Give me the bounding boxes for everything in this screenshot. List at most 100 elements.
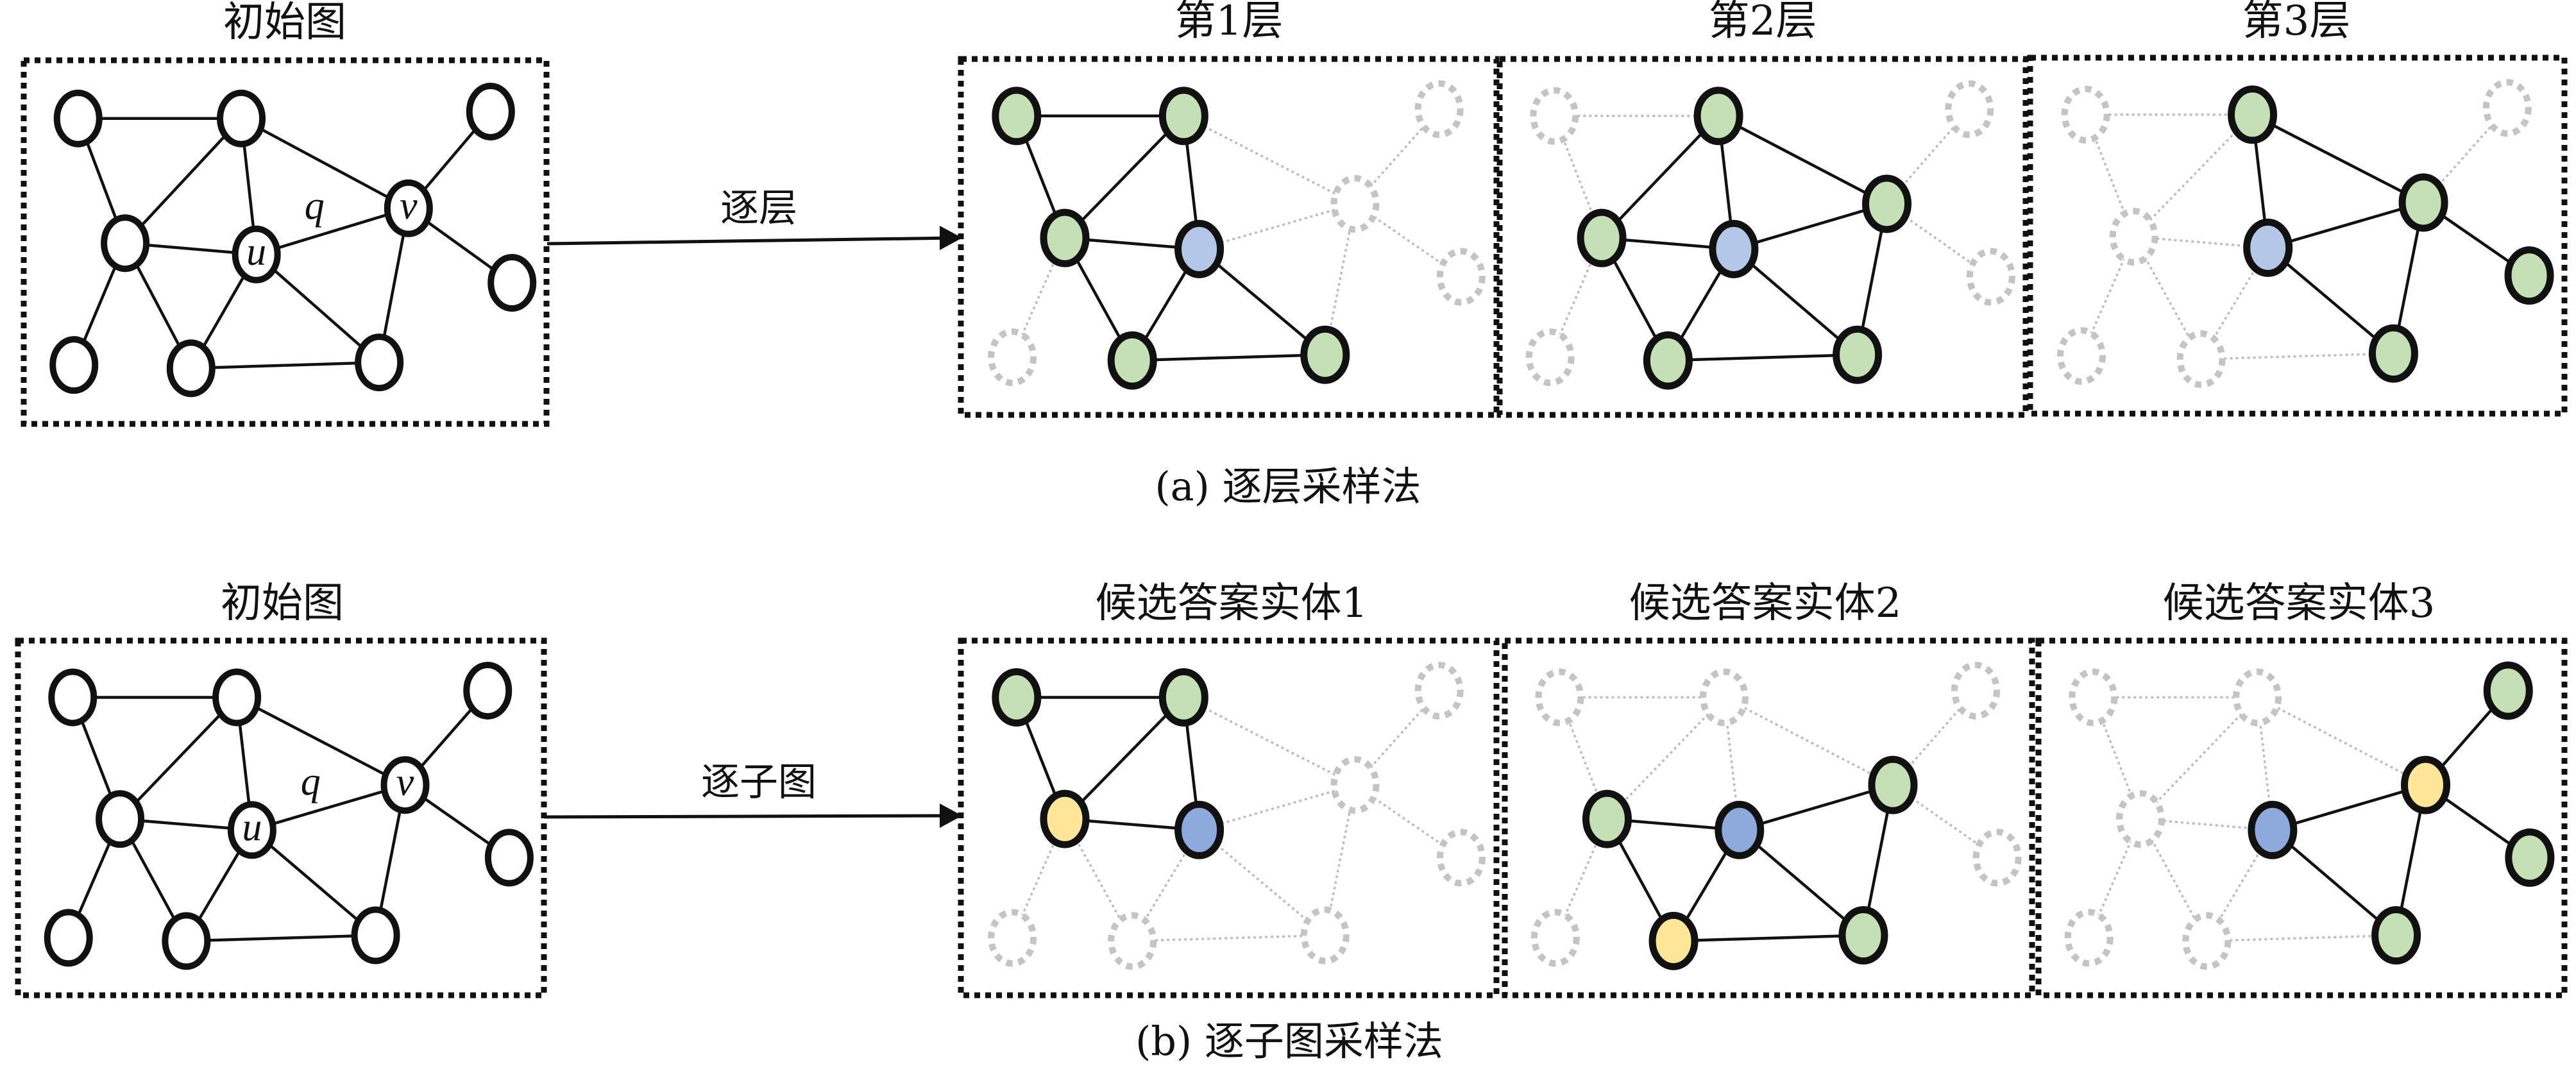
unsampled-node: [1530, 909, 1580, 967]
sampled-node: [2505, 828, 2555, 887]
unsampled-node: [1414, 661, 1464, 720]
graph-edge: [1354, 784, 1462, 859]
sampled-node: [1300, 325, 1350, 384]
unsampled-node: [1300, 906, 1350, 964]
panel-frame: [15, 637, 547, 998]
unsampled-node: [1972, 829, 2022, 887]
query-node: [2243, 218, 2293, 277]
graph-edge: [1198, 248, 1326, 356]
query-node: [1715, 800, 1765, 859]
graph-edge: [1011, 818, 1066, 939]
graph-node: [380, 756, 430, 814]
initial-graph-panel: quv: [21, 57, 550, 427]
arrowhead-icon: [940, 226, 962, 250]
graph-edge: [1739, 783, 1894, 832]
graph-edge: [191, 360, 380, 370]
panel-title-layer-1: 第1层: [1175, 0, 1284, 45]
panel-frame: [958, 637, 1500, 998]
unsampled-node: [1699, 668, 1749, 727]
sampled-node: [1107, 331, 1157, 390]
arrow-label-layerwise: 逐层: [720, 186, 797, 231]
sampled-node: [2483, 661, 2533, 720]
graph-edge: [1132, 353, 1325, 362]
graph-edge: [119, 696, 238, 820]
graph-node: [101, 214, 150, 273]
graph-edge: [186, 934, 376, 943]
graph-edge: [1132, 934, 1325, 943]
unsampled-node: [1414, 80, 1464, 139]
sampled-node: [1868, 755, 1918, 814]
graph-edge: [1198, 829, 1326, 936]
panel-frame: [2035, 637, 2568, 998]
row-layerwise: 初始图 quv 逐层 第1层 第2层 第3层 (a) 逐层采样法: [21, 0, 2568, 510]
layerwise-arrow: [547, 236, 956, 246]
sampled-node: [992, 87, 1042, 146]
query-node-u: [227, 801, 276, 859]
arrowhead-icon: [940, 804, 962, 828]
subgraph-arrow: [543, 814, 956, 819]
sampled-node: [2371, 906, 2421, 965]
graph-node: [487, 254, 537, 312]
graph-edge: [2207, 934, 2396, 943]
graph-node: [162, 912, 211, 970]
node-label-v: v: [396, 761, 414, 804]
graph-node: [53, 89, 103, 147]
graph-edge: [1554, 818, 1609, 939]
unsampled-node: [1945, 80, 1994, 139]
node-label-u: u: [242, 805, 262, 849]
graph-edge: [2257, 696, 2427, 786]
query-node: [2248, 800, 2298, 859]
initial-graph-title: 初始图: [223, 0, 346, 46]
graph-edge: [2085, 114, 2135, 237]
graph-node: [212, 668, 262, 727]
panel-title-candidate-3: 候选答案实体3: [2163, 580, 2436, 627]
graph-edge: [1063, 696, 1185, 820]
graph-edge: [2272, 783, 2427, 832]
graph-edge: [1558, 696, 1609, 820]
unsampled-node: [2109, 208, 2158, 266]
unsampled-node: [2061, 85, 2110, 144]
unsampled-node: [2182, 912, 2232, 970]
sampled-node: [1158, 87, 1208, 146]
graph-edge: [1354, 203, 1462, 278]
sampled-node: [1577, 208, 1627, 267]
graph-edge: [256, 206, 409, 256]
query-node: [1174, 219, 1224, 278]
unsampled-node: [1436, 829, 1486, 887]
graph-edge: [1131, 829, 1201, 942]
sampled-node: [1582, 789, 1632, 848]
caption-b: (b) 逐子图采样法: [1135, 1018, 1443, 1065]
graph-edge: [1724, 696, 1894, 786]
unsampled-node: [2064, 909, 2114, 967]
graph-edge: [2139, 696, 2258, 820]
graph-edge: [1733, 248, 1859, 356]
unsampled-node: [2056, 327, 2106, 385]
panel-frame: [958, 56, 1500, 418]
sampled-node: [1158, 668, 1208, 727]
graph-edge: [124, 117, 242, 244]
sampled-node: [1838, 906, 1888, 965]
panel-frame: [1502, 637, 2035, 998]
arrow-label-subgraph: 逐子图: [701, 760, 817, 805]
graph-node: [384, 179, 433, 237]
unsampled-node: [1330, 174, 1380, 233]
edge-label-q: q: [301, 760, 321, 804]
graph-node: [49, 336, 99, 394]
graph-edge: [1733, 202, 1888, 251]
panel-frame: [21, 57, 550, 427]
graph-edge: [2088, 818, 2142, 939]
graph-edge: [1183, 115, 1356, 205]
graph-node: [96, 790, 145, 848]
graph-edge: [236, 696, 406, 787]
graph-node: [351, 906, 400, 964]
sampled-node: [992, 668, 1042, 727]
graph-node: [484, 829, 534, 887]
node-label-v: v: [400, 184, 418, 228]
panel-candidate-2: [1502, 637, 2035, 998]
unsampled-node: [1535, 668, 1584, 727]
initial-graph-title-b: 初始图: [221, 580, 344, 627]
graph-edge: [1718, 114, 1888, 205]
panel-layer-1: [958, 56, 1500, 418]
graph-edge: [1673, 934, 1864, 943]
query-node-u: [232, 225, 281, 283]
